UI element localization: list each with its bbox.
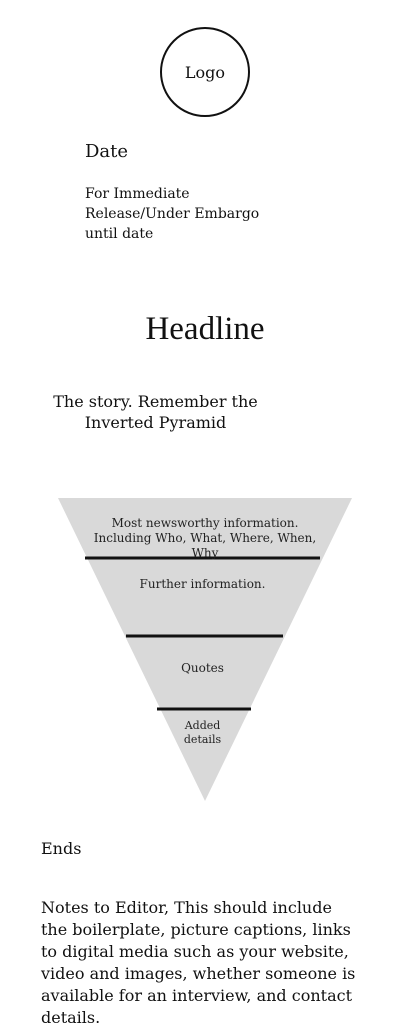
pyramid-level-added-details: Added details (183, 719, 222, 746)
pyramid-level-further-information: Further information. (139, 577, 266, 591)
pyramid-level-most-newsworthy: Most newsworthy information. Including W… (93, 516, 317, 560)
pyramid-triangle (58, 498, 352, 801)
pyramid-level-quotes: Quotes (181, 661, 224, 675)
headline: Headline (145, 311, 265, 347)
story-intro: The story. Remember the Inverted Pyramid (53, 392, 258, 432)
logo-placeholder: Logo (160, 27, 250, 117)
ends-marker: Ends (41, 839, 82, 858)
inverted-pyramid-diagram (58, 498, 352, 801)
notes-to-editor: Notes to Editor, This should include the… (41, 898, 356, 1027)
date-label: Date (85, 141, 129, 162)
embargo-notice: For Immediate Release/Under Embargo unti… (85, 186, 260, 242)
logo-label: Logo (184, 62, 226, 82)
